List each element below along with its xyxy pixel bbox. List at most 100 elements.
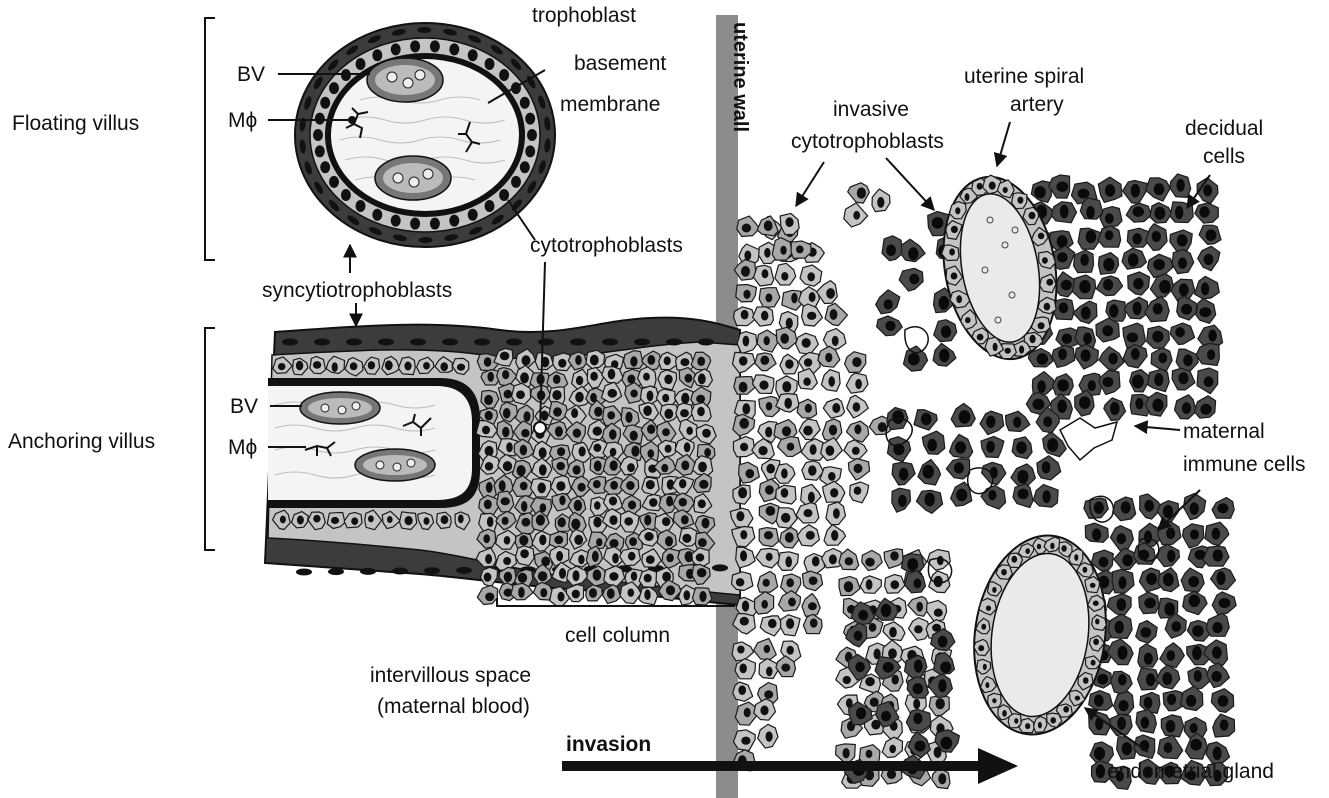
decidual-cell-nucleus [1059, 302, 1069, 313]
decidual-cell-nucleus [986, 441, 995, 453]
column-cell-nucleus [502, 517, 509, 525]
invasive-cell-nucleus [739, 356, 748, 365]
invasive-cell-nucleus [844, 581, 853, 592]
column-cell-nucleus [698, 499, 706, 508]
invasive-cell-nucleus [766, 506, 776, 516]
invasive-cell-nucleus [913, 699, 920, 709]
column-cell-nucleus [487, 372, 494, 382]
invasive-cell-nucleus [780, 333, 789, 343]
column-cell-nucleus [517, 465, 526, 476]
floating-cyto-nucleus [499, 189, 509, 201]
column-cell-nucleus [593, 480, 601, 488]
decidual-cell-nucleus [1081, 306, 1091, 319]
decidual-cell-nucleus [1166, 528, 1175, 540]
column-cell-nucleus [630, 356, 637, 366]
decidual-cell-nucleus [938, 636, 948, 648]
decidual-cell-nucleus [1103, 258, 1114, 271]
decidual-cell-nucleus [885, 321, 895, 331]
decidual-cell-nucleus [1144, 653, 1153, 665]
invasive-cell-nucleus [781, 488, 789, 498]
invasive-cell-nucleus [828, 472, 836, 481]
column-cell-nucleus [643, 406, 652, 416]
anchor-cyto-cell-nucleus [457, 364, 465, 371]
floating-cyto-nucleus [372, 209, 382, 221]
decidual-cell-nucleus [1190, 529, 1199, 539]
invasive-cell-nucleus [808, 602, 817, 610]
decidual-cell-nucleus [986, 416, 995, 428]
invasive-cell-nucleus [826, 288, 835, 299]
gland-lining-cell-nucleus [1050, 543, 1054, 550]
column-cell-nucleus [666, 554, 674, 563]
gland-lining-cell-nucleus [992, 587, 996, 593]
decidual-cell-nucleus [1081, 349, 1091, 361]
decidual-cell-nucleus [1199, 307, 1211, 317]
decidual-cell-nucleus [1163, 573, 1174, 586]
column-cell-nucleus [629, 537, 637, 546]
anchor-syncytio-nucleus [698, 339, 714, 346]
invasive-cell-nucleus [768, 619, 777, 628]
decidual-cell-nucleus [1200, 404, 1211, 415]
column-cell-nucleus [520, 482, 528, 491]
gland-lining-cell-nucleus [978, 645, 984, 651]
invasive-cell-nucleus [831, 530, 838, 541]
column-cell-nucleus [502, 370, 509, 379]
decidual-cell-nucleus [1131, 184, 1140, 198]
anchor-cyto-cell-nucleus [313, 361, 321, 369]
column-cell-nucleus [485, 462, 493, 471]
decidual-cell-nucleus [1131, 348, 1140, 360]
column-cell-nucleus [628, 589, 635, 597]
artery-lining-cell-nucleus [955, 207, 960, 214]
decidual-cell-nucleus [1146, 673, 1155, 686]
floating-cyto-nucleus [315, 145, 325, 157]
invasive-cell-nucleus [889, 745, 896, 754]
decidual-cell-nucleus [1094, 747, 1105, 760]
floating-cyto-nucleus [372, 49, 382, 61]
column-cell-nucleus [520, 372, 529, 383]
column-cell-nucleus [501, 497, 510, 505]
spiral-label-line2: artery [1010, 93, 1064, 116]
decidual-cell-nucleus [881, 711, 891, 722]
gland-lining-cell-nucleus [1095, 619, 1099, 625]
decidual-cell-nucleus [1119, 576, 1127, 589]
floating-cyto-nucleus [320, 97, 330, 109]
gland-lining-cell-nucleus [1093, 639, 1099, 646]
decidual-cell-nucleus [1135, 398, 1143, 409]
column-cell-nucleus [681, 393, 689, 404]
decidual-cell-nucleus [1144, 697, 1153, 709]
invasive-cell-nucleus [760, 706, 768, 716]
decidual-cell-nucleus [1102, 325, 1113, 336]
column-cell-nucleus [684, 590, 691, 600]
invasive-cell-nucleus [765, 427, 772, 438]
decidual-cell-nucleus [1132, 375, 1144, 389]
decidual-cell-nucleus [1186, 695, 1196, 707]
column-cell-nucleus [697, 568, 707, 577]
column-cell-nucleus [644, 589, 650, 600]
artery-lining-cell-nucleus [965, 317, 971, 323]
invasive-cell-nucleus [829, 554, 837, 564]
floating-cyto-nucleus [430, 218, 440, 230]
floating-cyto-nucleus [430, 40, 440, 52]
column-cell-nucleus [664, 356, 671, 365]
invasive-cell-nucleus [742, 403, 750, 414]
decidual-cell-nucleus [1178, 257, 1187, 268]
decidual-cell-nucleus [1212, 622, 1222, 633]
invasive-cell-nucleus [746, 469, 755, 478]
column-cell-nucleus [559, 568, 566, 579]
floating-cyto-nucleus [410, 218, 420, 230]
decidual-cell-nucleus [1183, 354, 1193, 366]
decidual-cell-nucleus [954, 462, 964, 473]
column-cell-nucleus [554, 536, 563, 545]
column-cell-nucleus [572, 590, 580, 599]
column-cell-nucleus [484, 395, 493, 405]
anchor-cyto-cell-nucleus [297, 516, 304, 525]
decidual-cell-nucleus [1088, 380, 1096, 391]
column-cell-nucleus [593, 444, 601, 452]
column-cell-nucleus [571, 408, 578, 418]
decidual-cell-nucleus [858, 610, 868, 621]
column-cell-nucleus [644, 574, 652, 583]
invasive-cell-nucleus [786, 578, 794, 587]
anchor-cyto-cell-nucleus [313, 515, 320, 523]
column-cell-nucleus [666, 496, 673, 507]
column-cell-nucleus [538, 571, 548, 581]
gland-lining-cell-nucleus [1061, 545, 1066, 552]
